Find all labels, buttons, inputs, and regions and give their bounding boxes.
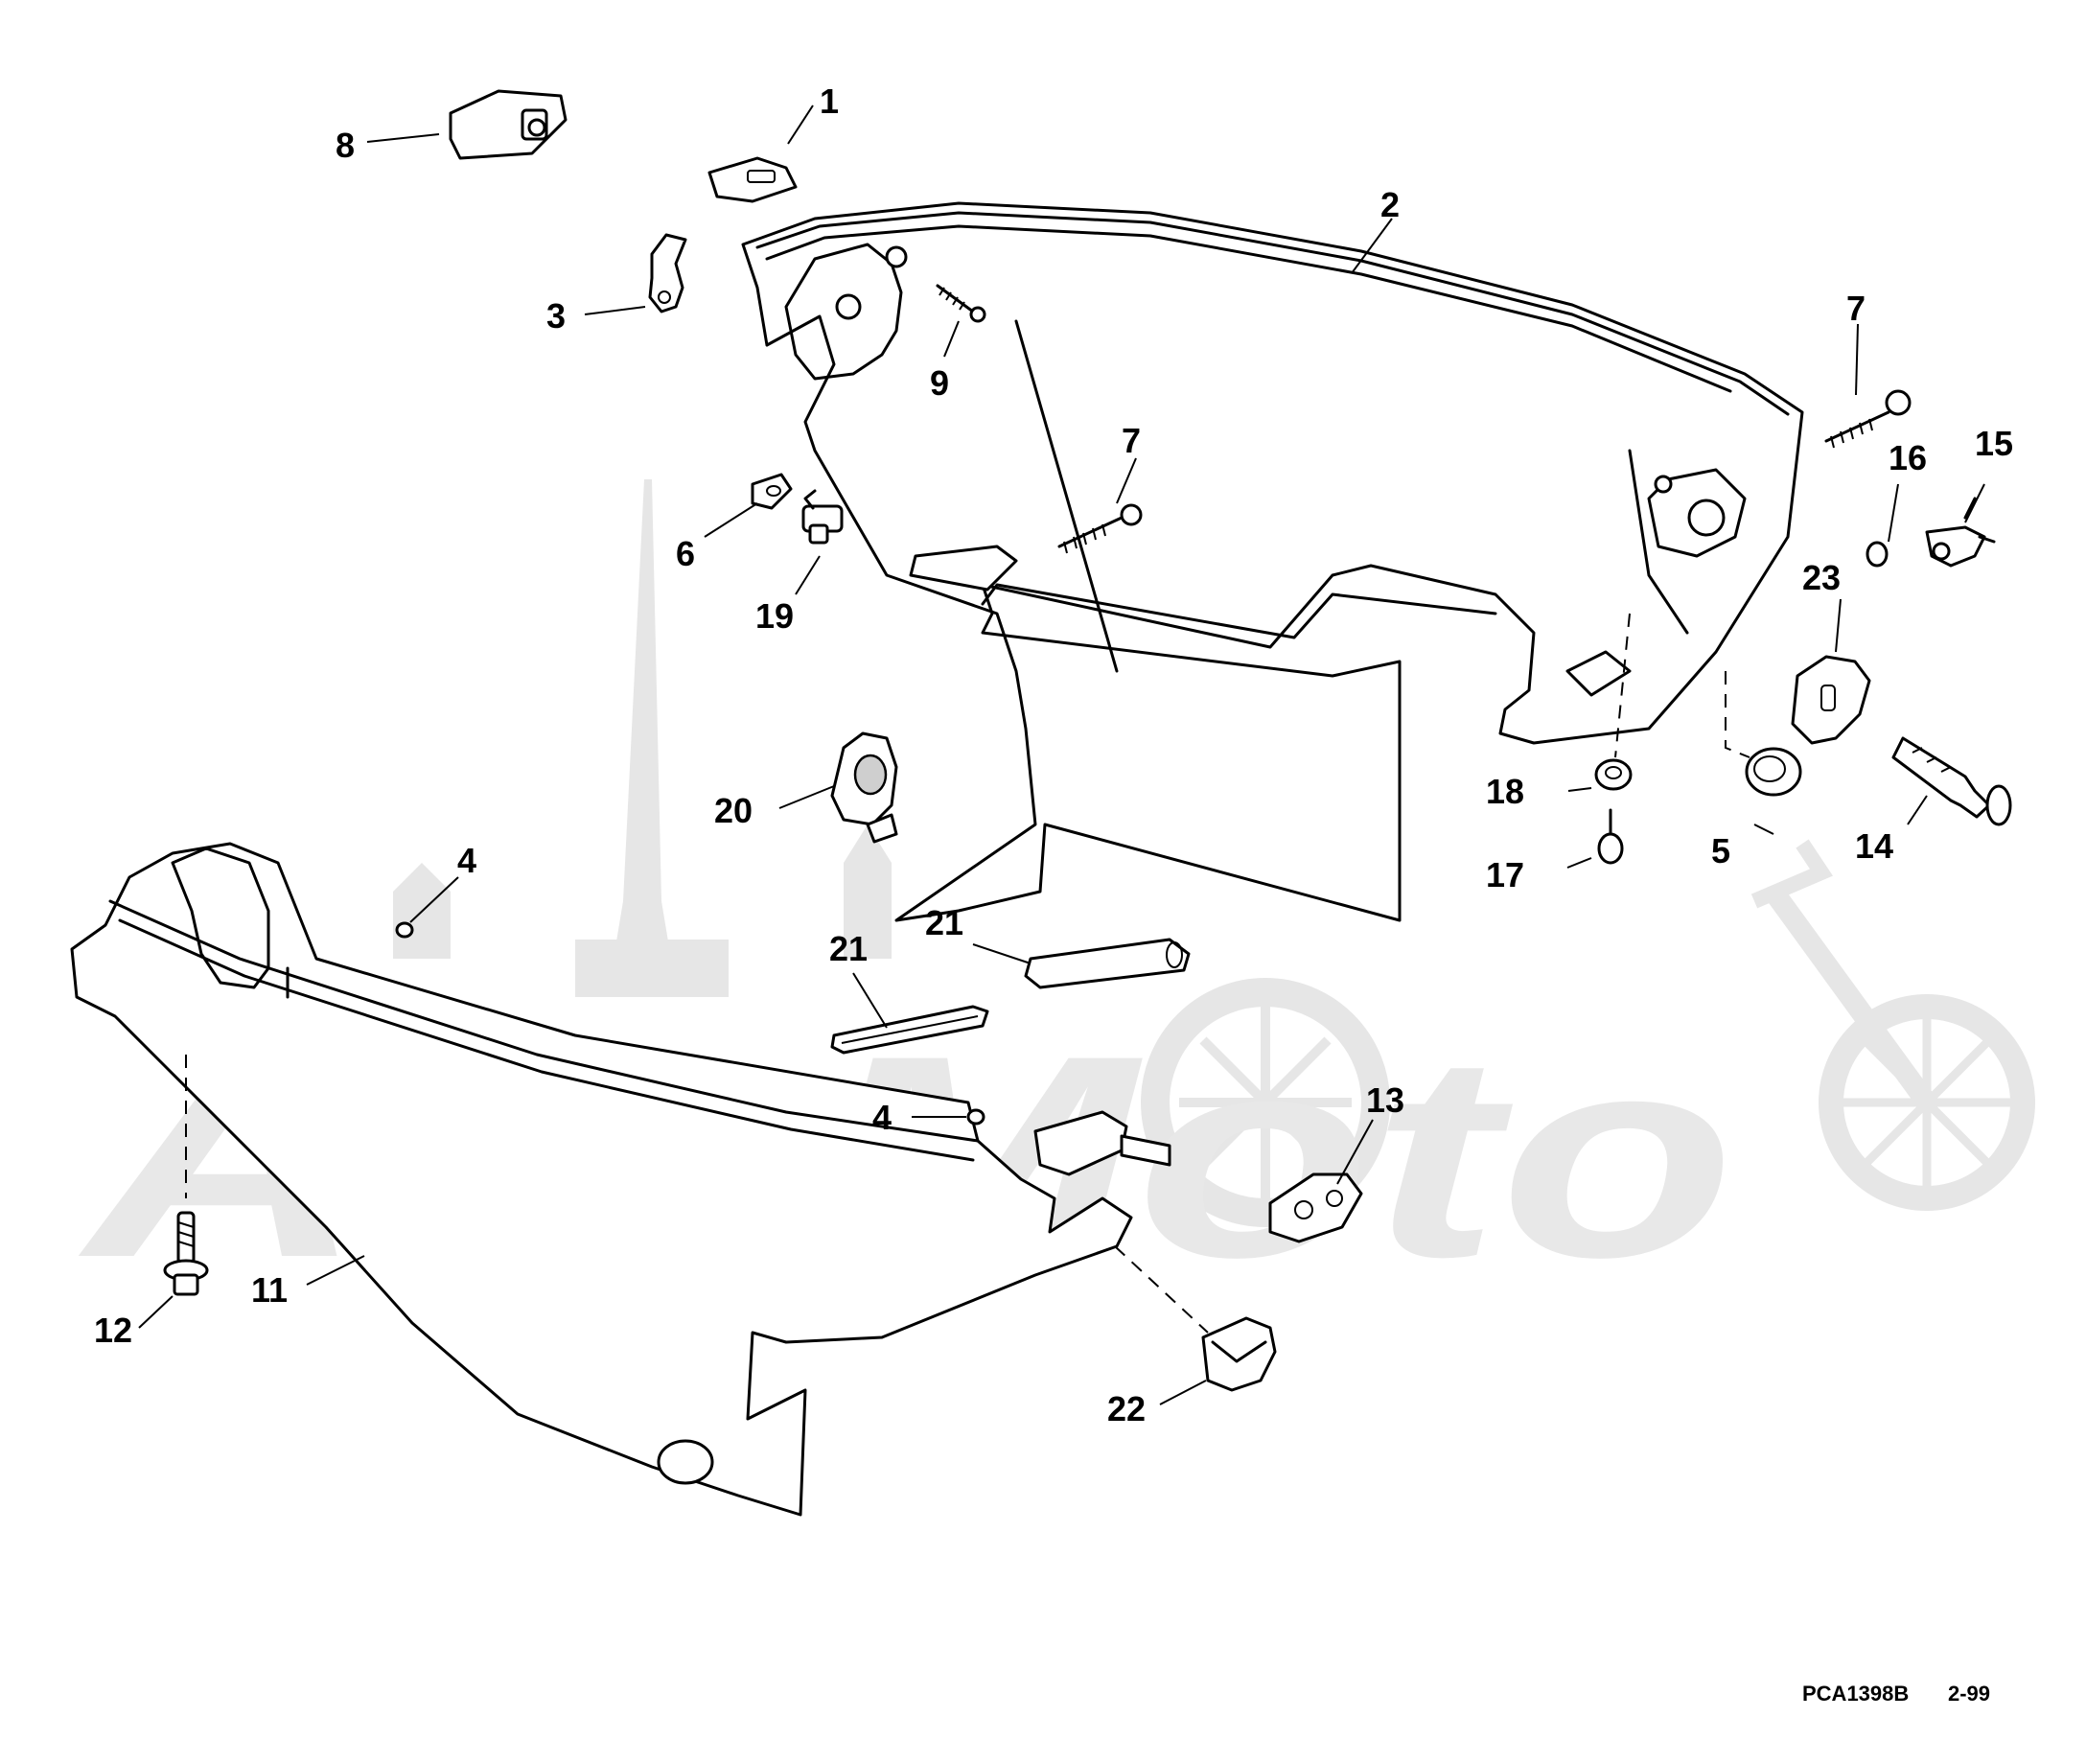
part-4-nut-upper bbox=[395, 921, 414, 939]
callout-3: 3 bbox=[546, 296, 566, 336]
callout-16: 16 bbox=[1889, 438, 1927, 477]
part-7-bolt-center bbox=[1057, 503, 1143, 554]
part-8-latch-handle bbox=[449, 89, 568, 160]
part-5-plug bbox=[1745, 747, 1802, 797]
callout-20: 20 bbox=[714, 791, 753, 830]
callout-19: 19 bbox=[755, 596, 794, 636]
callout-7-right: 7 bbox=[1846, 289, 1866, 328]
part-12-bolt bbox=[163, 1211, 209, 1296]
part-20-knob bbox=[830, 731, 898, 844]
part-17-screw bbox=[1597, 808, 1624, 865]
lower-cowl bbox=[70, 842, 1171, 1517]
leader-lines bbox=[138, 104, 1985, 1405]
part-14-plunger bbox=[1891, 736, 2012, 826]
callout-21-strip: 21 bbox=[829, 929, 868, 968]
callout-12: 12 bbox=[94, 1311, 132, 1350]
part-9-screw bbox=[936, 284, 986, 323]
part-7-bolt-right bbox=[1824, 389, 1912, 449]
callout-9: 9 bbox=[930, 363, 949, 403]
callout-14: 14 bbox=[1855, 826, 1893, 866]
part-3-hook bbox=[648, 233, 687, 313]
callouts: 1 2 3 8 9 7 7 16 15 6 19 23 20 18 17 5 1… bbox=[94, 81, 2013, 1428]
callout-6: 6 bbox=[676, 534, 695, 573]
part-18-nut bbox=[1594, 758, 1633, 791]
drawing-date: 2-99 bbox=[1948, 1682, 1990, 1706]
callout-18: 18 bbox=[1486, 772, 1524, 811]
cathedral-spire-icon bbox=[393, 479, 892, 997]
callout-11: 11 bbox=[251, 1270, 288, 1310]
callout-1: 1 bbox=[820, 81, 839, 121]
callout-22: 22 bbox=[1107, 1389, 1146, 1428]
upper-cowl bbox=[741, 201, 1804, 922]
callout-2: 2 bbox=[1380, 185, 1400, 224]
part-13-grommet bbox=[1268, 1172, 1363, 1243]
callout-13: 13 bbox=[1366, 1080, 1404, 1120]
callout-21-tube: 21 bbox=[925, 903, 963, 942]
part-4-nut-lower bbox=[966, 1108, 985, 1126]
callout-5: 5 bbox=[1711, 831, 1730, 870]
callout-7-center: 7 bbox=[1122, 421, 1141, 460]
part-6-washer bbox=[751, 473, 793, 510]
drawing-reference: PCA1398B bbox=[1802, 1682, 1909, 1706]
part-15-bracket bbox=[1925, 497, 1996, 568]
callout-15: 15 bbox=[1975, 424, 2013, 463]
callout-4-upper: 4 bbox=[457, 841, 476, 880]
part-21-strip bbox=[830, 1005, 989, 1055]
part-23-grommet bbox=[1791, 655, 1871, 745]
part-1-latch-cover bbox=[707, 156, 798, 203]
part-19-pin bbox=[801, 489, 844, 545]
callout-8: 8 bbox=[336, 126, 355, 165]
motorcycle-icon bbox=[1141, 839, 2035, 1227]
callout-17: 17 bbox=[1486, 855, 1524, 894]
part-22-clip bbox=[1201, 1316, 1277, 1392]
callout-23: 23 bbox=[1802, 558, 1841, 597]
callout-4-lower: 4 bbox=[872, 1098, 892, 1137]
part-16-washer bbox=[1866, 541, 1889, 568]
assembly-lines bbox=[185, 613, 1750, 1334]
part-21-tube bbox=[1024, 938, 1191, 989]
